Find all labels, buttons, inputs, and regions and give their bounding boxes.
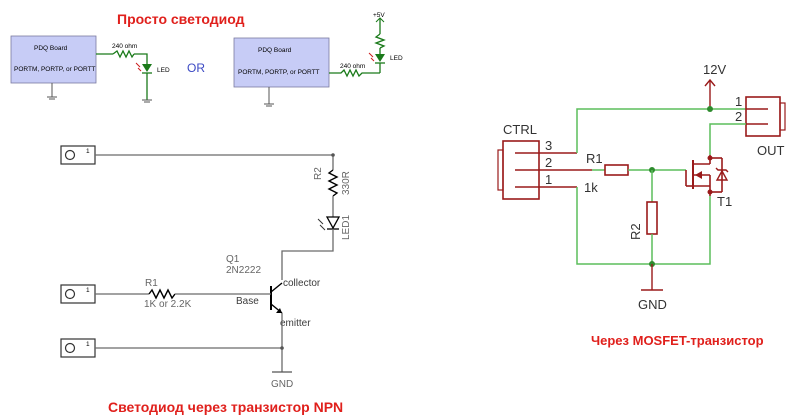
board-2-name: PDQ Board: [258, 47, 292, 54]
npn-emitter-label: emitter: [280, 318, 311, 329]
npn-r1-ref: R1: [145, 278, 158, 289]
resistor-1-label: 240 ohm: [112, 43, 137, 50]
ctrl-pin-2: 2: [545, 155, 552, 170]
board-1-name: PDQ Board: [34, 45, 68, 52]
or-label: OR: [187, 61, 205, 75]
npn-led-ref: LED1: [341, 215, 352, 240]
mosfet-transistor: [685, 155, 729, 196]
pdq-board-2: PDQ Board PORTM, PORTP, or PORTT +5V LED…: [233, 12, 403, 107]
mosfet-gnd-label: GND: [638, 297, 667, 312]
led-2: [368, 52, 385, 64]
ctrl-label: CTRL: [503, 122, 537, 137]
terminal-3-pin: 1: [86, 341, 90, 348]
mosfet-r2-ref: R2: [628, 223, 643, 240]
npn-q1-part: 2N2222: [226, 265, 261, 276]
supply-label: 12V: [703, 62, 726, 77]
npn-transistor: [270, 282, 283, 314]
resistor-1: [112, 49, 135, 59]
ctrl-connector[interactable]: [497, 140, 540, 200]
mosfet-r1-value: 1k: [584, 180, 598, 195]
mosfet-resistor-r2: [646, 201, 658, 235]
mosfet-t1-ref: T1: [717, 194, 732, 209]
resistor-2-label: 240 ohm: [340, 63, 365, 70]
out-pin-2: 2: [735, 109, 742, 124]
npn-resistor-r1: [148, 288, 176, 300]
terminal-1[interactable]: 1: [60, 145, 96, 165]
npn-caption: Светодиод через транзистор NPN: [108, 399, 343, 415]
out-label: OUT: [757, 143, 785, 158]
simple-led-title: Просто светодиод: [117, 11, 245, 27]
npn-collector-label: collector: [283, 278, 321, 289]
mosfet-section: CTRL 3 2 1 12V 1 2 OUT: [497, 62, 786, 348]
resistor-2: [329, 68, 380, 78]
board-2-ports: PORTM, PORTP, or PORTT: [238, 69, 320, 76]
npn-led: [317, 216, 341, 231]
npn-resistor-r2: [327, 169, 339, 197]
npn-r2-value: 330R: [341, 171, 352, 195]
led-1-label: LED: [157, 67, 170, 74]
terminal-2-pin: 1: [86, 287, 90, 294]
pdq-board-1: PDQ Board PORTM, PORTP, or PORTT 240 ohm…: [10, 35, 170, 103]
out-pin-1: 1: [735, 94, 742, 109]
out-connector[interactable]: [745, 96, 786, 137]
mosfet-resistor-r1: [604, 164, 629, 176]
npn-base-label: Base: [236, 296, 259, 307]
npn-gnd-label: GND: [271, 379, 293, 390]
npn-r1-value: 1K or 2.2K: [144, 299, 192, 310]
mosfet-caption: Через MOSFET-транзистор: [591, 333, 764, 348]
npn-r2-ref: R2: [313, 167, 324, 180]
ctrl-pin-3: 3: [545, 138, 552, 153]
led-2-label: LED: [390, 55, 403, 62]
vcc-label: +5V: [373, 12, 385, 19]
board-1-ports: PORTM, PORTP, or PORTT: [14, 66, 96, 73]
npn-section: 1 1 1 R2 330R LED1 Q1: [60, 145, 352, 415]
terminal-1-pin: 1: [86, 148, 90, 155]
led-1: [135, 62, 152, 74]
npn-q1-ref: Q1: [226, 254, 240, 265]
simple-led-section: Просто светодиод PDQ Board PORTM, PORTP,…: [10, 11, 403, 107]
ctrl-pin-1: 1: [545, 172, 552, 187]
mosfet-r1-ref: R1: [586, 151, 603, 166]
terminal-2[interactable]: 1: [60, 284, 96, 304]
terminal-3[interactable]: 1: [60, 338, 96, 358]
